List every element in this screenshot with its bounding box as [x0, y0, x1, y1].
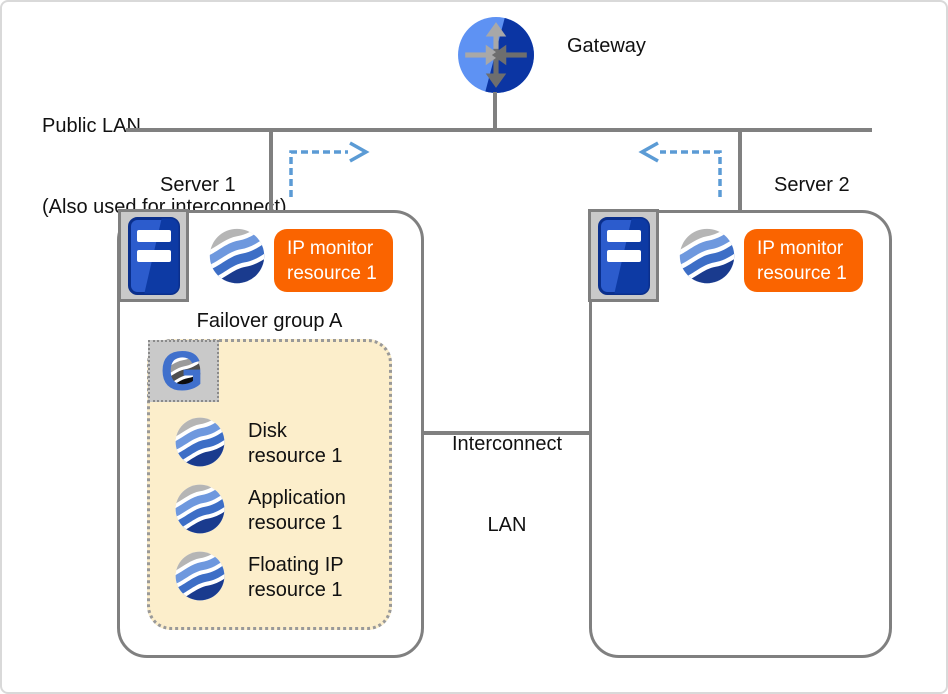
resource-label-line2: resource 1: [248, 579, 343, 601]
application-resource-label: Application resource 1: [248, 486, 346, 536]
failover-group-icon: G: [148, 340, 219, 402]
monitor-arrow-server2: [638, 141, 722, 197]
application-resource-icon: [174, 483, 226, 535]
ip-monitor-resource-icon: [208, 227, 266, 285]
badge-line1: IP monitor: [287, 238, 374, 259]
server2-lan-drop-line: [738, 132, 742, 210]
resource-label-line1: Application: [248, 487, 346, 509]
server2-computer-icon: [588, 209, 659, 302]
public-lan-line1: Public LAN: [42, 115, 141, 137]
failover-group-title: Failover group A: [196, 310, 343, 332]
badge-line1: IP monitor: [757, 238, 844, 259]
server1-lan-drop-line: [269, 132, 273, 210]
resource-label-line1: Floating IP: [248, 554, 344, 576]
cluster-group-g-icon: G: [152, 343, 216, 399]
monitor-arrow-server1: [289, 141, 370, 197]
gateway-connector-line: [493, 92, 497, 130]
gateway-router-icon: [458, 17, 534, 93]
server1-label: Server 1: [160, 174, 236, 196]
public-lan-line: [126, 128, 872, 132]
interconnect-lan-label: Interconnect LAN: [432, 377, 582, 593]
interconnect-label-line2: LAN: [487, 514, 527, 536]
server1-computer-icon: [118, 209, 189, 302]
badge-line2: resource 1: [757, 263, 847, 284]
interconnect-label-line1: Interconnect: [451, 433, 563, 455]
floating-ip-resource-icon: [174, 550, 226, 602]
server-tower-icon: [127, 216, 180, 295]
resource-label-line2: resource 1: [248, 512, 343, 534]
badge-line2: resource 1: [287, 263, 377, 284]
svg-text:G: G: [160, 343, 204, 399]
server1-ip-monitor-badge: IP monitor resource 1: [274, 229, 393, 292]
disk-resource-label: Disk resource 1: [248, 419, 343, 469]
gateway-label: Gateway: [567, 35, 646, 57]
resource-label-line1: Disk: [248, 420, 287, 442]
server2-ip-monitor-badge: IP monitor resource 1: [744, 229, 863, 292]
ip-monitor-resource-icon: [678, 227, 736, 285]
server-tower-icon: [597, 216, 650, 295]
server2-label: Server 2: [774, 174, 850, 196]
interconnect-lan-line: [424, 431, 589, 435]
disk-resource-icon: [174, 416, 226, 468]
resource-label-line2: resource 1: [248, 445, 343, 467]
floating-ip-resource-label: Floating IP resource 1: [248, 553, 344, 603]
